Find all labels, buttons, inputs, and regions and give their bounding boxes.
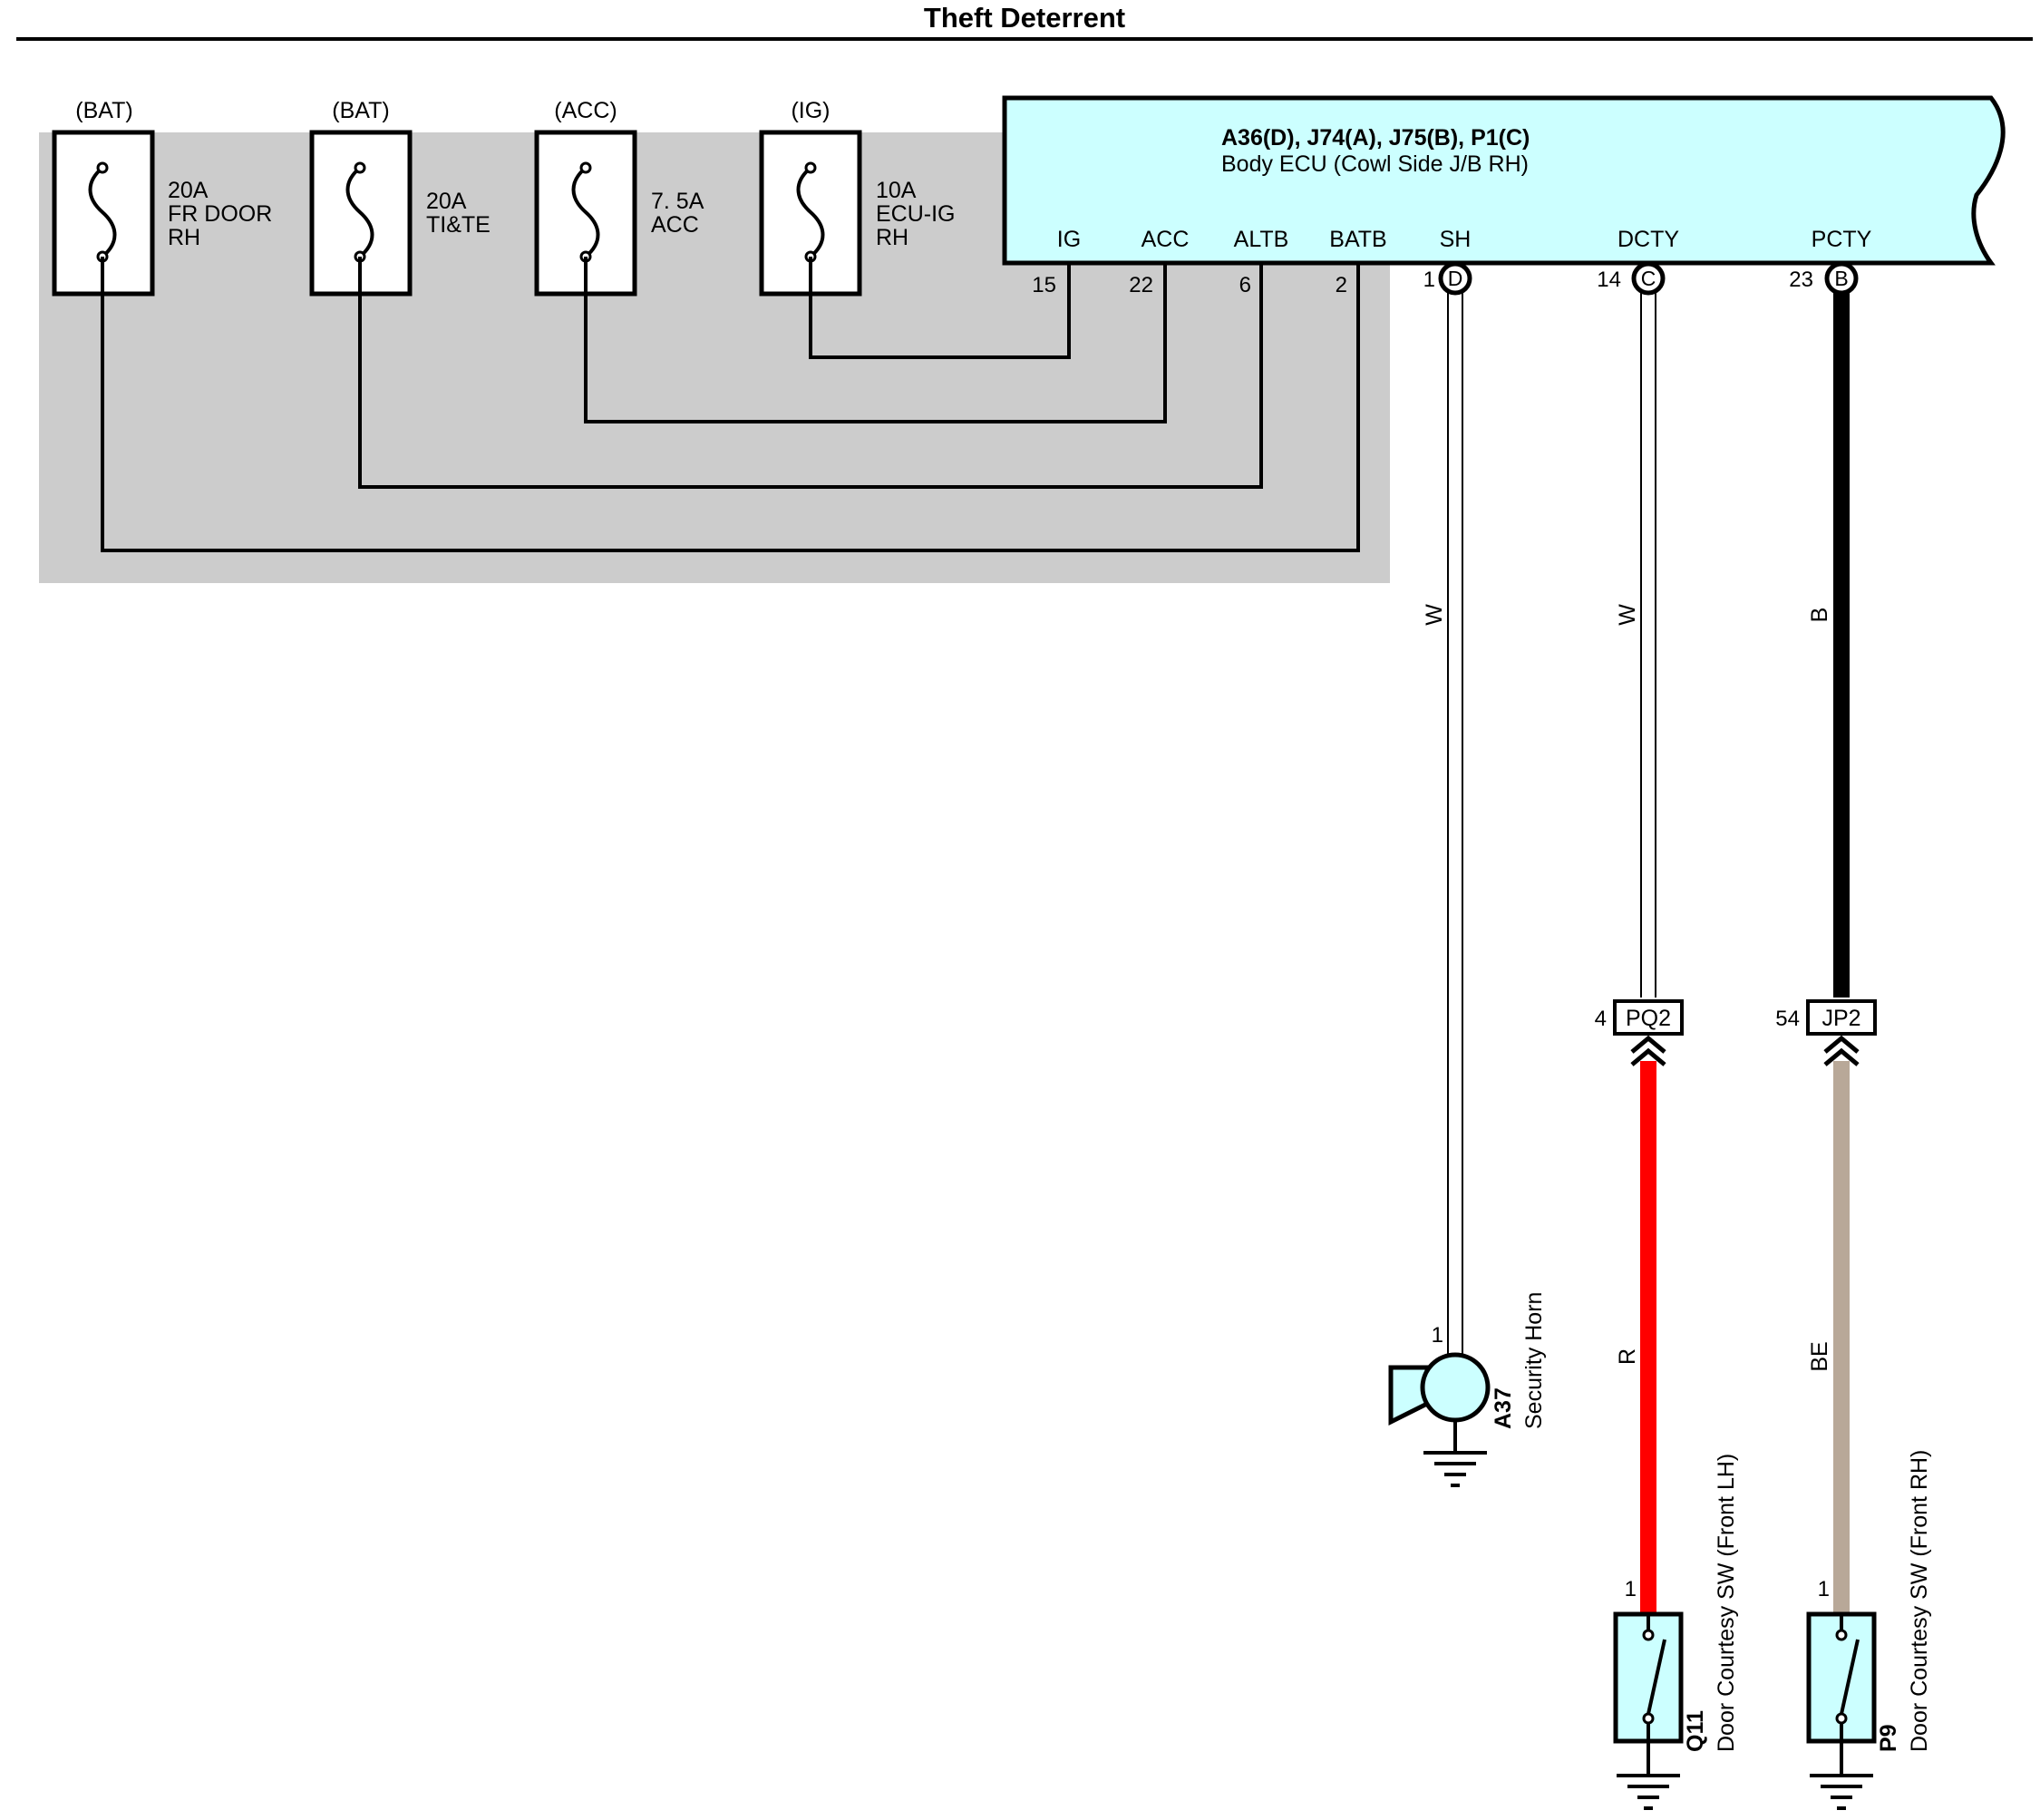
- fuse-source-label: (BAT): [75, 98, 132, 123]
- fuse-rating: 20A: [168, 178, 209, 203]
- fuse-element-icon: [345, 166, 374, 258]
- wire-color-code: W: [1615, 604, 1640, 626]
- terminal-pin: 23: [1789, 268, 1813, 292]
- wire-color-code: B: [1807, 608, 1832, 623]
- component-name: Door Courtesy SW (Front RH): [1907, 1450, 1932, 1752]
- fuse-name-line: RH: [876, 225, 908, 250]
- junction-name: PQ2: [1626, 1006, 1671, 1031]
- fuse-ecu-ig-rh: (IG) 10A ECU-IG RH: [759, 98, 956, 297]
- wire-pcty-lower: BE: [1807, 1061, 1850, 1614]
- wire-dcty-lower: R: [1615, 1061, 1656, 1614]
- fuse-name-line: RH: [168, 225, 200, 250]
- terminal-pin: 2: [1336, 273, 1347, 297]
- junction-name: JP2: [1821, 1006, 1860, 1031]
- connector-letter: D: [1448, 267, 1463, 290]
- component-id: Q11: [1683, 1710, 1708, 1752]
- component-pin: 1: [1818, 1577, 1830, 1601]
- ecu-connector-d: D: [1438, 261, 1472, 296]
- terminal-label: ALTB: [1234, 227, 1289, 252]
- terminal-pin: 15: [1032, 273, 1056, 297]
- component-pin: 1: [1625, 1577, 1637, 1601]
- terminal-label: BATB: [1329, 227, 1386, 252]
- ground-icon: [1810, 1774, 1873, 1810]
- component-id: A37: [1491, 1387, 1516, 1429]
- fuse-source-label: (BAT): [332, 98, 389, 123]
- component-id: P9: [1876, 1724, 1901, 1752]
- wire-dcty-upper: W: [1615, 290, 1656, 998]
- junction-block-wiring: [101, 257, 1360, 552]
- ecu-connector-b: B: [1824, 261, 1859, 296]
- connector-letter: C: [1641, 267, 1656, 290]
- component-name: Door Courtesy SW (Front LH): [1714, 1454, 1739, 1752]
- fuse-name-line: ACC: [651, 212, 699, 238]
- body-ecu: A36(D), J74(A), J75(B), P1(C) Body ECU (…: [1002, 95, 2006, 297]
- terminal-label: DCTY: [1617, 227, 1679, 252]
- switch-icon: [1642, 1614, 1666, 1741]
- fuse-name-line: FR DOOR: [168, 201, 272, 227]
- wire-pcty-upper: B: [1807, 290, 1850, 998]
- ecu-connectors: A36(D), J74(A), J75(B), P1(C): [1221, 125, 1530, 151]
- fuse-element-icon: [88, 166, 117, 258]
- fuse-rating: 10A: [876, 178, 917, 203]
- wire-color-code: BE: [1807, 1341, 1832, 1371]
- switch-icon: [1835, 1614, 1860, 1741]
- terminal-pin: 22: [1129, 273, 1153, 297]
- fuse-element-icon: [796, 166, 825, 258]
- chevron-up-icon: [1630, 1047, 1666, 1066]
- chevron-up-icon: [1823, 1047, 1860, 1066]
- chevron-up-icon: [1630, 1035, 1666, 1054]
- wire-color-code: W: [1422, 604, 1447, 626]
- chevron-up-icon: [1823, 1035, 1860, 1054]
- terminal-pin: 1: [1423, 268, 1435, 292]
- terminal-label: SH: [1440, 227, 1472, 252]
- wire-sh: W: [1422, 290, 1463, 1356]
- ground-icon: [1423, 1451, 1487, 1487]
- terminal-pin: 14: [1597, 268, 1621, 292]
- door-courtesy-switch-front-lh: 1 Q11 Door Courtesy SW (Front LH): [1613, 1454, 1739, 1810]
- ecu-body: [1002, 95, 2006, 266]
- junction-pin: 54: [1775, 1007, 1800, 1031]
- connector-letter: B: [1834, 267, 1848, 290]
- fuse-rating: 7. 5A: [651, 189, 704, 214]
- ecu-connector-c: C: [1631, 261, 1666, 296]
- fuse-name-line: TI&TE: [426, 212, 491, 238]
- junction-connector-jp2: JP2 54: [1775, 999, 1877, 1066]
- terminal-label: ACC: [1141, 227, 1190, 252]
- terminal-label: PCTY: [1812, 227, 1872, 252]
- fuse-rating: 20A: [426, 189, 467, 214]
- door-courtesy-switch-front-rh: 1 P9 Door Courtesy SW (Front RH): [1806, 1450, 1932, 1810]
- ground-icon: [1617, 1774, 1680, 1810]
- fuse-name-line: ECU-IG: [876, 201, 956, 227]
- terminal-pin: 6: [1239, 273, 1251, 297]
- fuse-element-icon: [571, 166, 600, 258]
- fuse-source-label: (IG): [791, 98, 830, 123]
- junction-connector-pq2: PQ2 4: [1595, 999, 1684, 1066]
- wire-color-code: R: [1615, 1348, 1640, 1365]
- security-horn: 1 A37 Security Horn: [1388, 1292, 1547, 1487]
- ecu-name: Body ECU (Cowl Side J/B RH): [1221, 151, 1529, 177]
- component-name: Security Horn: [1521, 1292, 1547, 1429]
- terminal-label: IG: [1057, 227, 1081, 252]
- junction-pin: 4: [1595, 1007, 1607, 1031]
- fuse-source-label: (ACC): [554, 98, 617, 123]
- component-pin: 1: [1432, 1323, 1443, 1348]
- diagram-title: Theft Deterrent: [924, 2, 1125, 34]
